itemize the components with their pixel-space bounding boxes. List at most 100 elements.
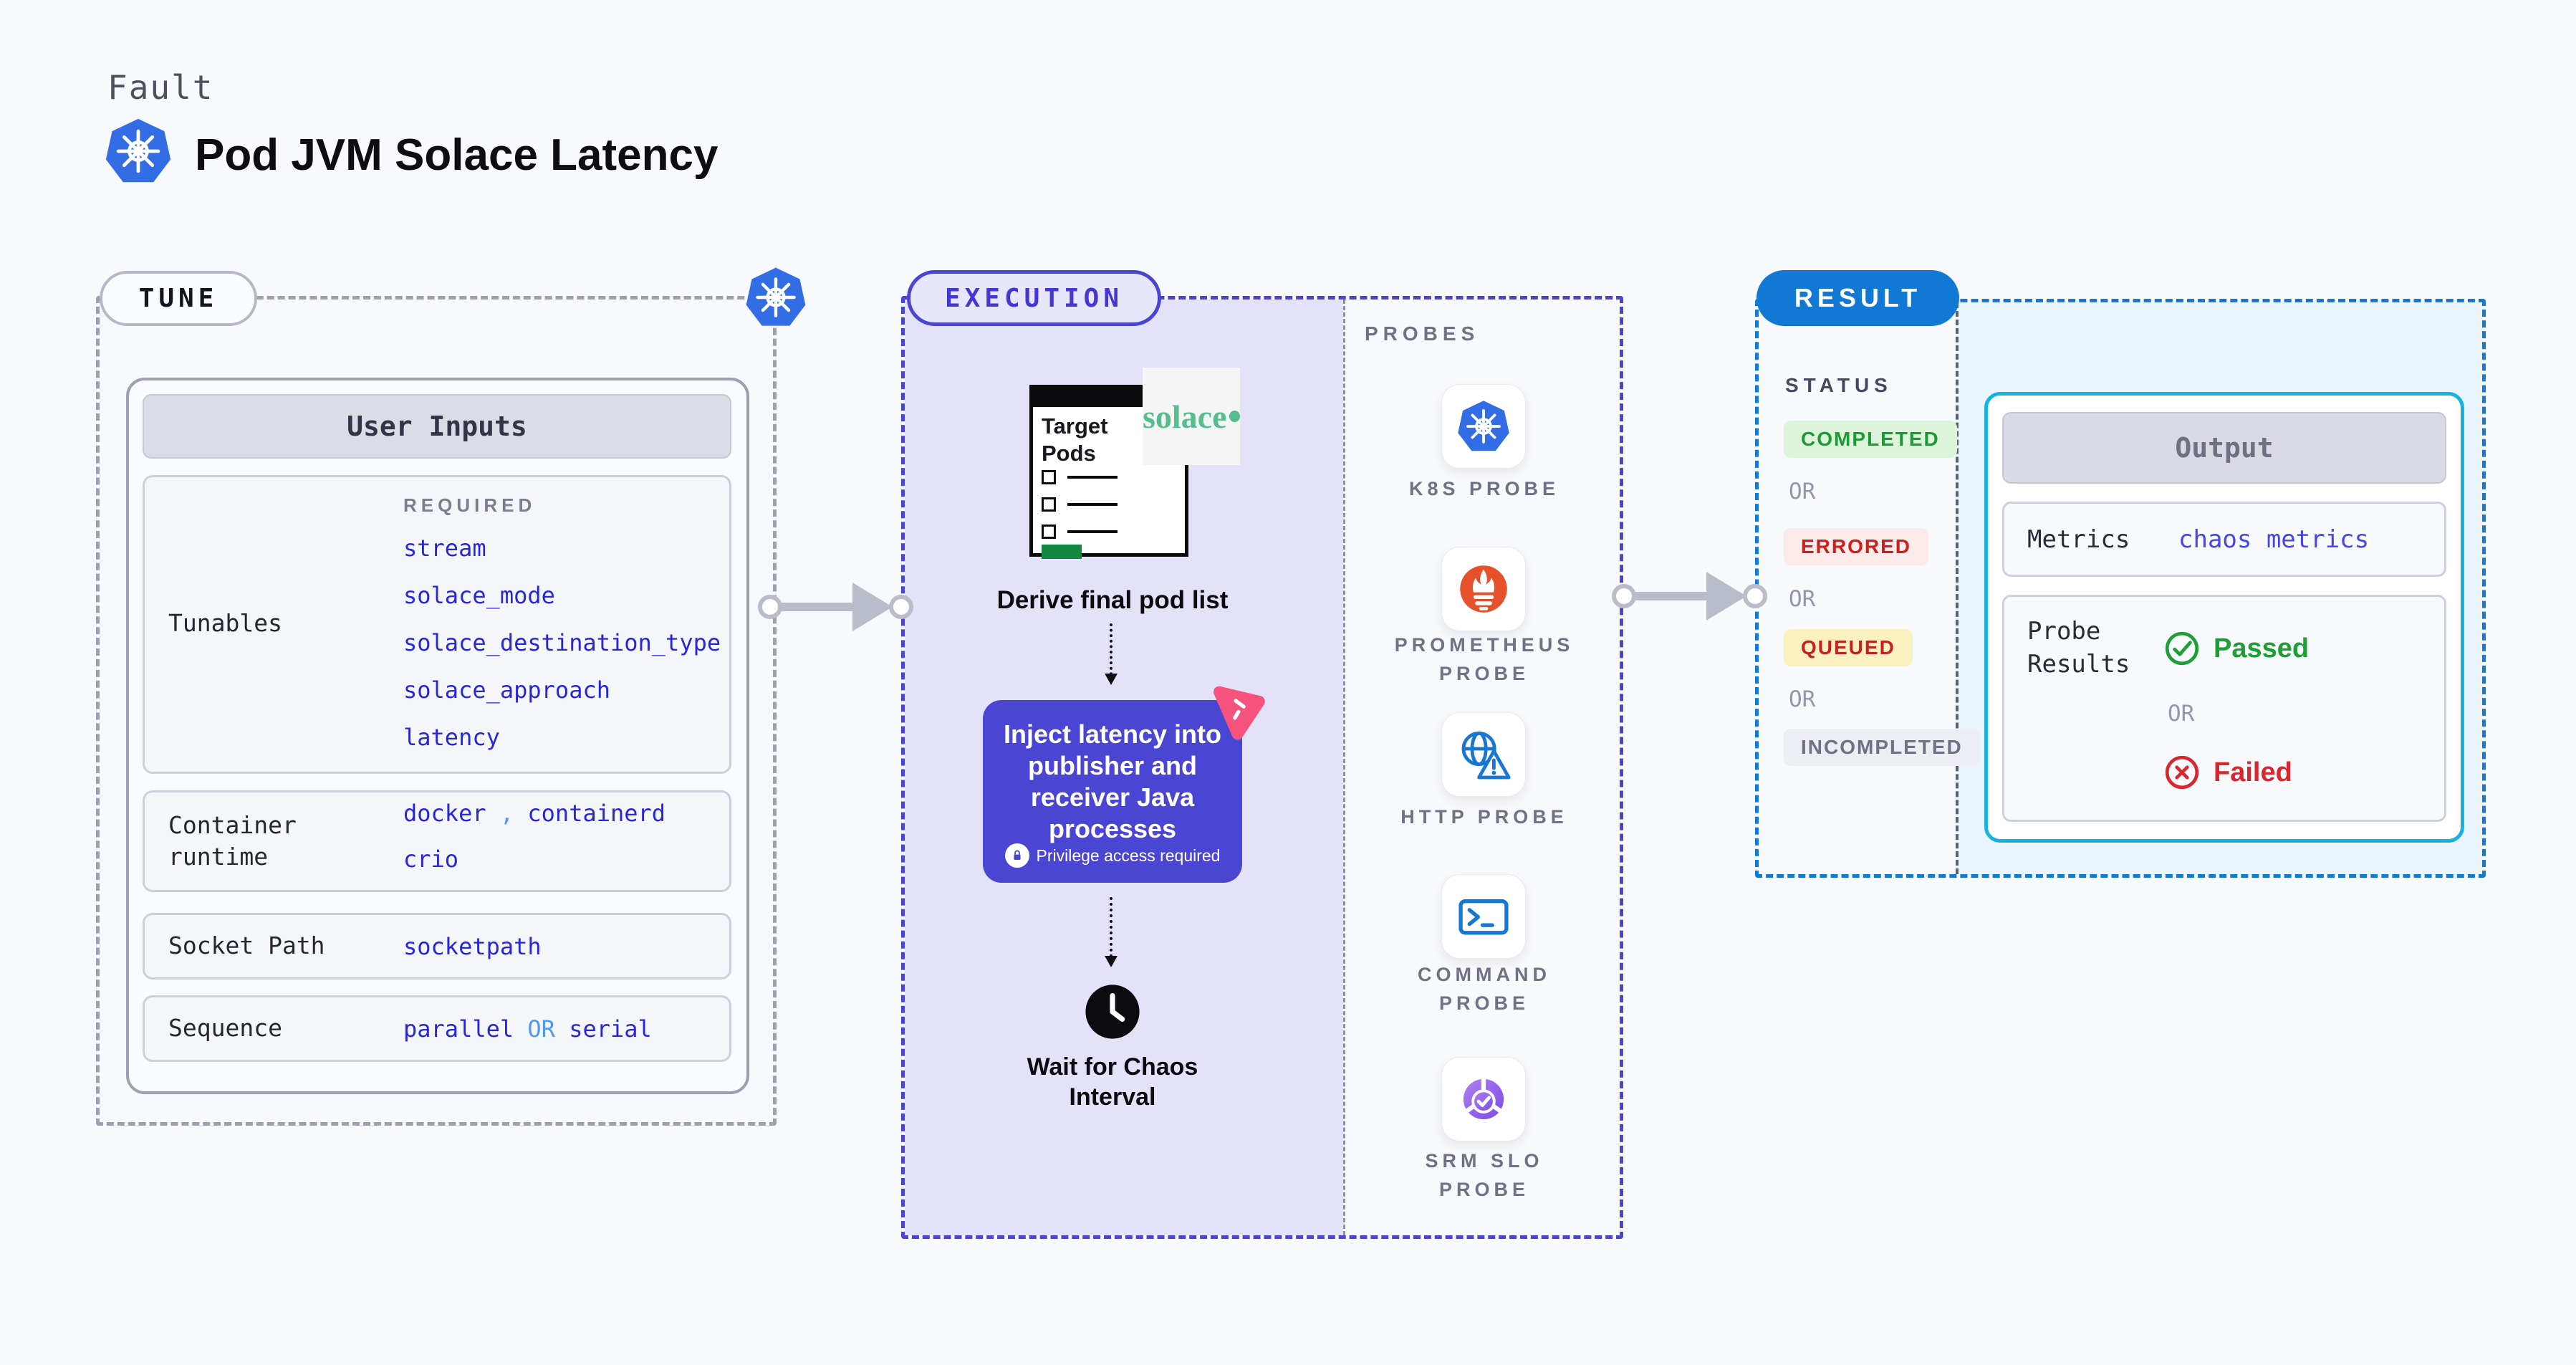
checkbox-icon [1042, 525, 1056, 539]
or-text: OR [1789, 686, 1816, 712]
socket-path-row [143, 913, 731, 980]
connector-dot [1743, 584, 1767, 608]
prometheus-probe-card [1441, 547, 1526, 631]
tunables-label: Tunables [168, 609, 282, 637]
metrics-label: Metrics [2027, 525, 2130, 554]
container-runtime-label: Container runtime [168, 811, 297, 871]
probe-label: HTTP PROBE [1400, 806, 1568, 828]
tunable-value: stream [403, 535, 486, 562]
arrow-head [1706, 572, 1746, 621]
tune-section-frame [96, 296, 777, 1126]
probe-results-row [2002, 595, 2446, 822]
probes-label: PROBES [1365, 322, 1480, 345]
status-badge-completed: COMPLETED [1784, 421, 1957, 458]
srm-slo-probe-card [1441, 1057, 1526, 1141]
container-runtime-row [143, 790, 731, 892]
sequence-parallel: parallel [403, 1015, 514, 1043]
result-divider [1956, 302, 1959, 874]
metrics-value: chaos metrics [2178, 525, 2370, 554]
tune-section-label: TUNE [100, 271, 257, 326]
passed-result: Passed [2163, 630, 2309, 667]
sequence-serial: serial [569, 1015, 652, 1043]
derive-pod-list-step: Derive final pod list [996, 586, 1229, 614]
failed-result: Failed [2163, 754, 2292, 791]
execution-section-label: EXECUTION [907, 270, 1161, 326]
or-text: OR [1789, 586, 1816, 612]
chaos-pink-icon [1206, 678, 1269, 741]
or-text: OR [1789, 479, 1816, 504]
result-section-label: RESULT [1756, 270, 1959, 326]
execution-to-result-arrow [1624, 592, 1710, 600]
list-line [1067, 476, 1118, 479]
status-label: STATUS [1785, 374, 1893, 396]
solace-logo-dot [1229, 411, 1240, 422]
kubernetes-corner-icon [744, 266, 807, 329]
solace-logo: solace [1143, 368, 1240, 465]
probes-divider [1343, 300, 1345, 1235]
privilege-badge: Privilege access required [983, 843, 1242, 868]
page-title: Pod JVM Solace Latency [195, 130, 719, 180]
connector-dot [1612, 584, 1636, 608]
probe-label: K8S PROBE [1408, 478, 1560, 499]
socket-path-label: Socket Path [168, 931, 325, 959]
runtime-value-docker: docker [403, 800, 486, 827]
tunable-value: solace_mode [403, 582, 555, 609]
sequence-or: OR [527, 1015, 555, 1043]
connector-dot [889, 595, 913, 619]
inject-latency-text: Inject latency into publisher and receiv… [1003, 719, 1222, 843]
tunables-row [143, 475, 731, 774]
user-inputs-header: User Inputs [143, 394, 731, 459]
slo-pie-check-icon [1463, 1076, 1504, 1120]
tunable-value: latency [403, 724, 500, 751]
status-badge-queued: QUEUED [1784, 629, 1913, 666]
failed-x-icon [2165, 755, 2199, 790]
clock-icon [1084, 983, 1141, 1040]
kubernetes-probe-icon [1458, 401, 1509, 451]
http-probe-card [1441, 712, 1526, 797]
probe-label: PROMETHEUS PROBE [1394, 634, 1575, 684]
tune-to-execution-arrow [770, 603, 856, 611]
output-header: Output [2002, 412, 2446, 484]
probe-results-label: Probe Results [2027, 617, 2130, 679]
target-pods-title: Target Pods [1042, 413, 1108, 466]
execution-section-frame [901, 296, 1623, 1239]
status-badge-errored: ERRORED [1784, 528, 1929, 565]
runtime-value-containerd: containerd [527, 800, 666, 827]
failed-label: Failed [2214, 757, 2292, 787]
or-text: OR [2168, 701, 2195, 727]
list-line [1067, 503, 1118, 506]
wait-chaos-interval-step: Wait for Chaos Interval [1027, 1053, 1198, 1111]
fault-kicker: Fault [107, 68, 214, 107]
solace-logo-text: solace [1143, 398, 1227, 435]
list-line [1067, 530, 1118, 533]
tunable-value: solace_destination_type [403, 629, 721, 656]
runtime-value-crio: crio [403, 846, 459, 873]
lock-icon [1004, 843, 1029, 868]
metrics-row [2002, 502, 2446, 577]
terminal-icon [1458, 899, 1509, 935]
passed-check-icon [2165, 631, 2199, 666]
tunable-value: solace_approach [403, 676, 610, 704]
prometheus-icon [1460, 565, 1507, 613]
kubernetes-logo-icon [104, 117, 173, 186]
inject-latency-step: Inject latency into publisher and receiv… [983, 700, 1242, 883]
checkbox-icon [1042, 497, 1056, 512]
k8s-probe-card [1441, 384, 1526, 469]
flow-arrow-down [1105, 897, 1118, 967]
privilege-badge-text: Privilege access required [1036, 846, 1221, 865]
arrow-head [852, 583, 893, 631]
checkbox-icon [1042, 470, 1056, 484]
globe-warning-icon [1461, 732, 1511, 780]
probe-label: COMMAND PROBE [1418, 964, 1551, 1014]
command-probe-card [1441, 874, 1526, 959]
green-button [1042, 545, 1082, 559]
passed-label: Passed [2214, 633, 2310, 664]
required-label: REQUIRED [403, 494, 537, 516]
sequence-row [143, 995, 731, 1062]
status-badge-incompleted: INCOMPLETED [1784, 729, 1980, 766]
socket-path-value: socketpath [403, 933, 542, 960]
flow-arrow-down [1105, 623, 1118, 685]
runtime-comma: , [499, 800, 514, 827]
sequence-label: Sequence [168, 1014, 282, 1042]
